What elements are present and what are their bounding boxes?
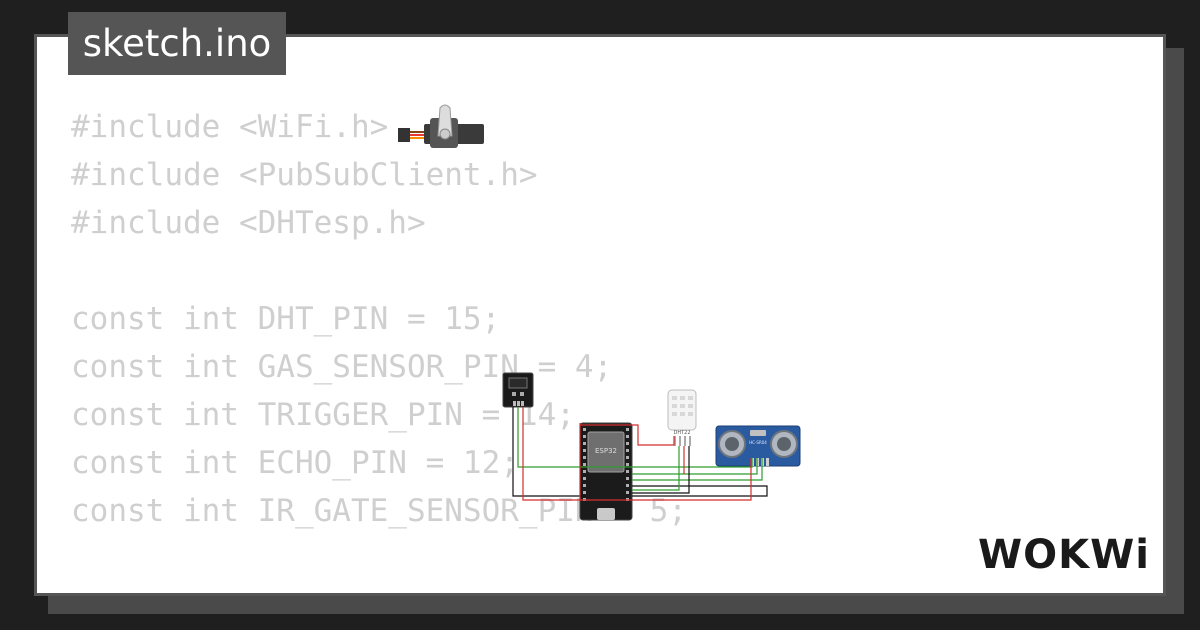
code-line — [71, 247, 687, 295]
wokwi-logo: WOKWi — [978, 532, 1150, 576]
code-line: const int ECHO_PIN = 12; — [71, 445, 519, 481]
wokwi-wordmark: WOKWi — [978, 532, 1150, 576]
code-line: const int IR_GATE_SENSOR_PIN = 5; — [71, 493, 687, 529]
code-line: const int DHT_PIN = 15; — [71, 301, 501, 337]
code-line — [71, 535, 687, 583]
code-listing: #include <WiFi.h> #include <PubSubClient.… — [71, 103, 687, 593]
code-line: DHTesp dht; — [71, 583, 687, 593]
code-line: const int GAS_SENSOR_PIN = 4; — [71, 349, 613, 385]
code-line: #include <PubSubClient.h> — [71, 157, 538, 193]
code-line: const int TRIGGER_PIN = 14; — [71, 397, 575, 433]
code-line: #include <WiFi.h> — [71, 109, 389, 145]
filename-tab[interactable]: sketch.ino — [68, 12, 286, 75]
code-card: #include <WiFi.h> #include <PubSubClient.… — [34, 34, 1166, 596]
code-line: #include <DHTesp.h> — [71, 205, 426, 241]
